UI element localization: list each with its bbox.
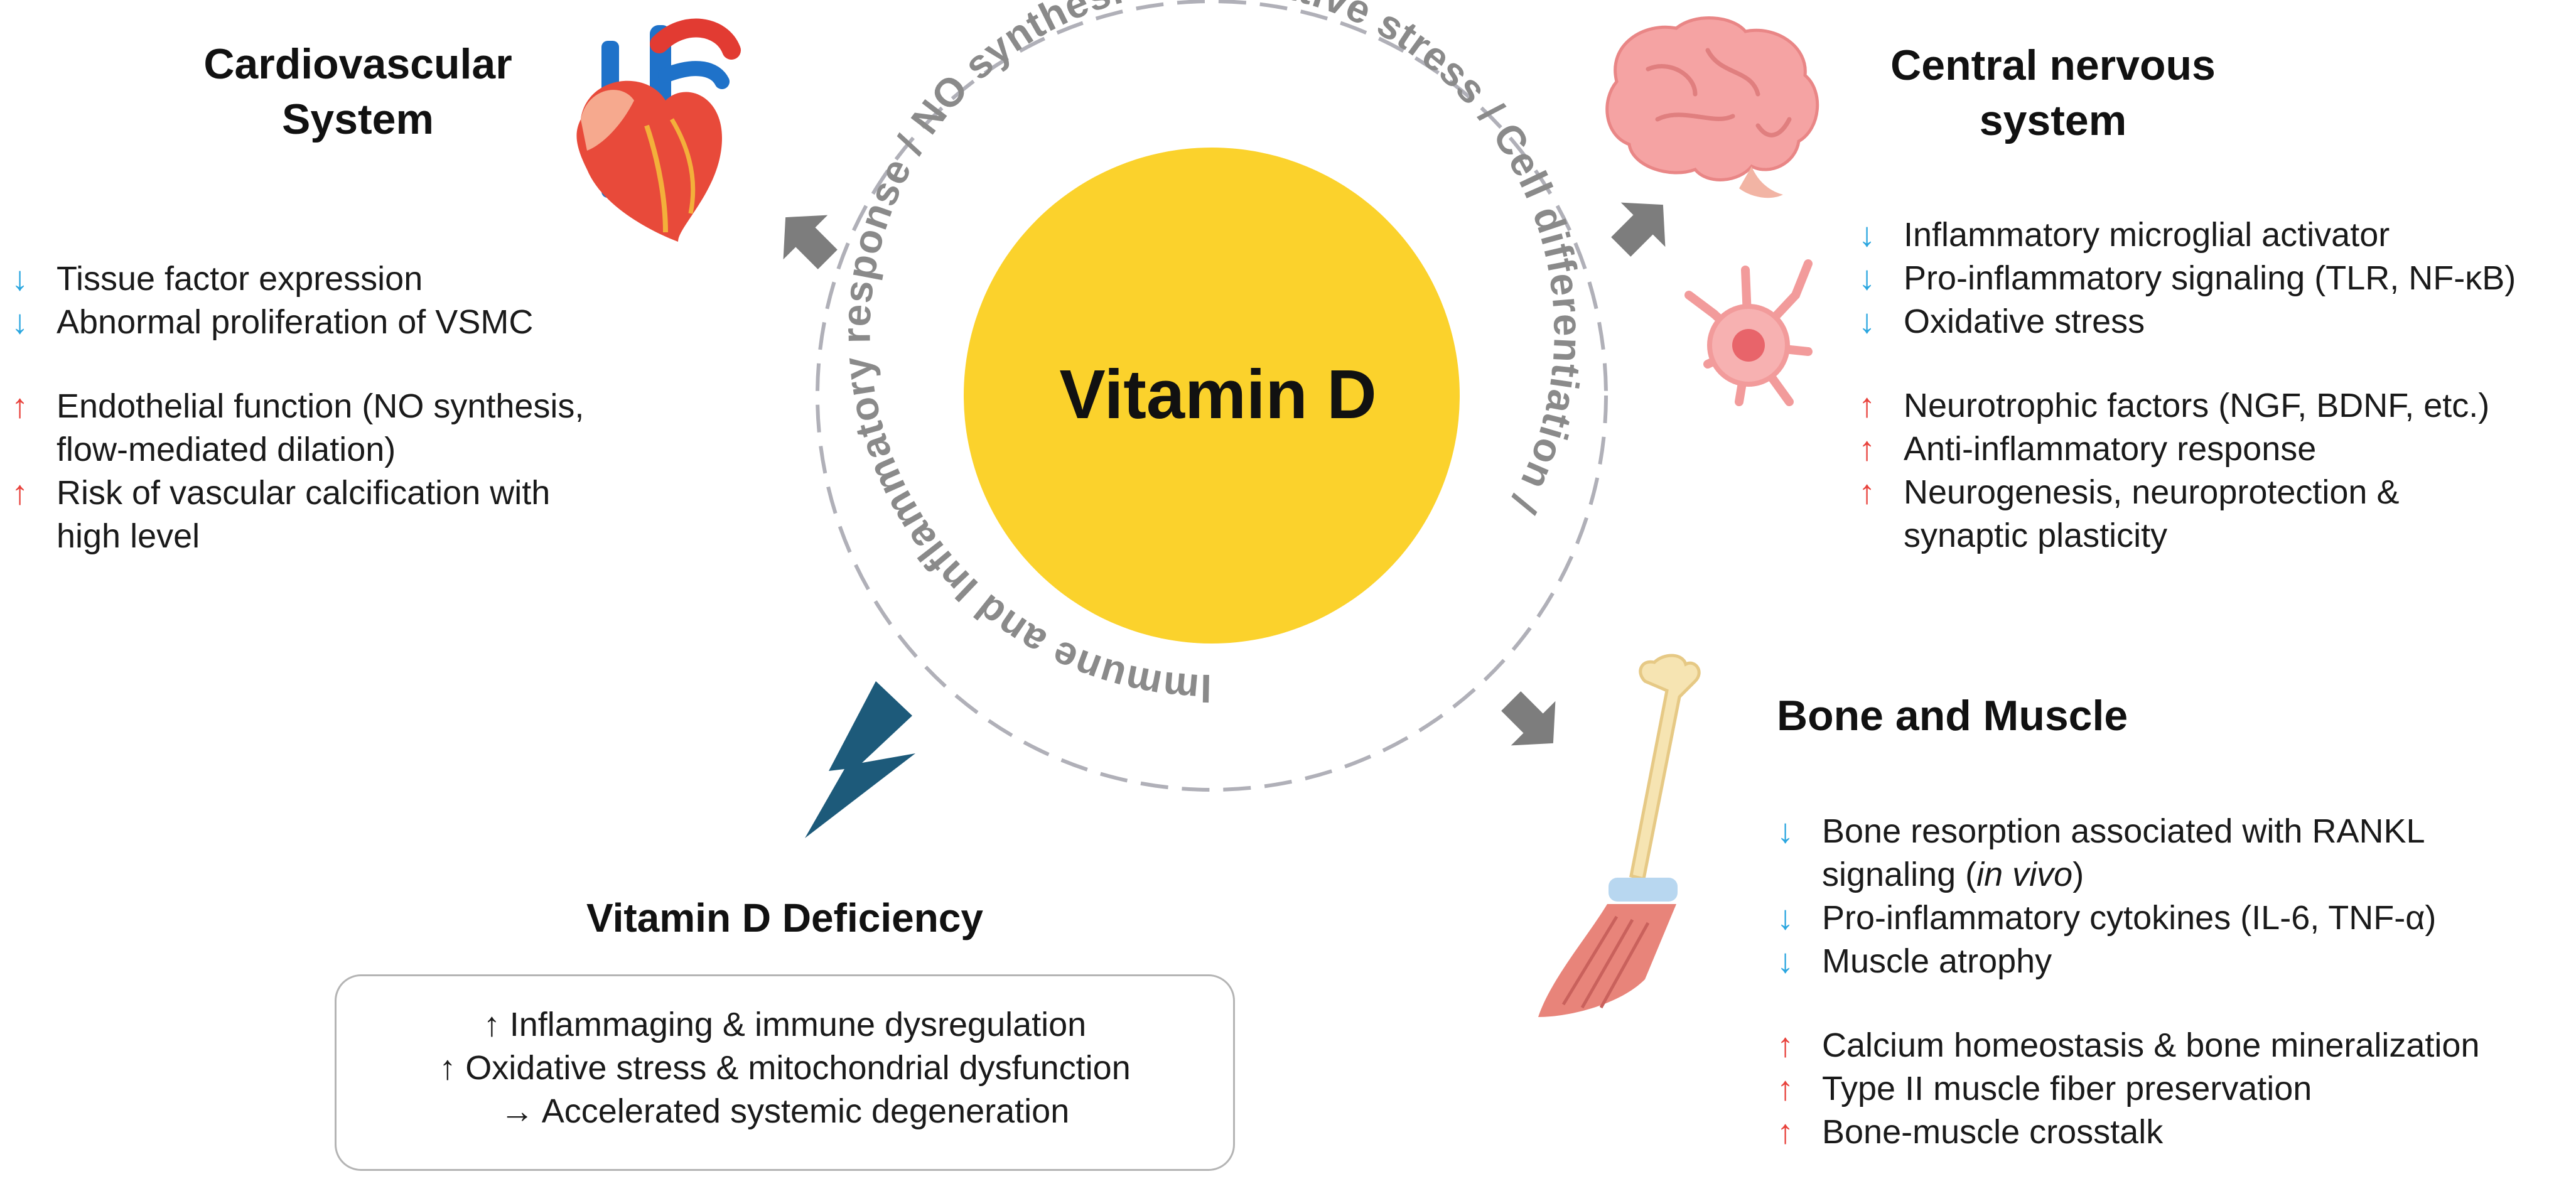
cardiovascular-item-2-line1: Abnormal proliferation of VSMC	[57, 303, 534, 341]
cardiovascular-item-3-line2: flow-mediated dilation)	[57, 431, 396, 468]
up-arrow-icon: ↑	[1858, 387, 1875, 424]
bone-rest-item-4: ↑ Type II muscle fiber preservation	[1777, 1067, 2574, 1111]
cardiovascular-item-4-line1: Risk of vascular calcification with	[57, 474, 551, 512]
up-arrow-icon: ↑	[11, 387, 28, 425]
bone-rest-item-3: ↑ Calcium homeostasis & bone mineralizati…	[1777, 1024, 2574, 1067]
up-arrow-icon: ↑	[1777, 1070, 1794, 1107]
cardiovascular-item-3: ↑ Endothelial function (NO synthesis, flow…	[11, 385, 639, 471]
center-label: Vitamin D	[1059, 356, 1377, 433]
arrow-to-bone-muscle	[1501, 691, 1556, 746]
bone-rest-item-2-line1: Muscle atrophy	[1822, 942, 2052, 980]
bone-rest-item-2: ↓ Muscle atrophy	[1777, 940, 2574, 983]
bone-item-1-text-pre: signaling (	[1822, 856, 1977, 893]
list-gap	[1777, 983, 2574, 1024]
up-arrow-icon: ↑	[1777, 1113, 1794, 1151]
cns-item-5: ↑ Anti-inflammatory response	[1858, 428, 2574, 471]
cns-list: ↓ Inflammatory microglial activator ↓ Pro-i…	[1858, 213, 2574, 557]
cns-item-6-line1: Neurogenesis, neuroprotection &	[1904, 473, 2400, 511]
down-arrow-icon: ↓	[11, 303, 28, 341]
up-arrow-icon: ↑	[1858, 473, 1875, 511]
lightning-icon	[805, 681, 915, 838]
bone-rest-item-5: ↑ Bone-muscle crosstalk	[1777, 1111, 2574, 1154]
cns-item-6: ↑ Neurogenesis, neuroprotection & synaptic…	[1858, 471, 2574, 557]
cns-item-5-line1: Anti-inflammatory response	[1904, 430, 2317, 468]
cns-item-1: ↓ Inflammatory microglial activator	[1858, 213, 2574, 257]
down-arrow-icon: ↓	[11, 260, 28, 298]
cns-item-6-line2: synaptic plasticity	[1904, 517, 2168, 554]
bone-rest-item-5-line1: Bone-muscle crosstalk	[1822, 1113, 2164, 1151]
cns-item-4: ↑ Neurotrophic factors (NGF, BDNF, etc.)	[1858, 384, 2574, 428]
heart-icon	[576, 18, 741, 242]
cns-item-2: ↓ Pro-inflammatory signaling (TLR, NF-κB)	[1858, 257, 2574, 300]
bone-title: Bone and Muscle	[1777, 692, 2128, 740]
deficiency-line-2: ↑ Oxidative stress & mitochondrial dysfu…	[439, 1049, 1131, 1087]
bone-list: ↓ Bone resorption associated with RANKL …	[1777, 810, 2574, 1154]
bone-rest-item-4-line1: Type II muscle fiber preservation	[1822, 1070, 2312, 1107]
deficiency-line-3: → Accelerated systemic degeneration	[500, 1092, 1070, 1130]
bone-item-1-text-post: )	[2072, 856, 2084, 893]
up-arrow-icon: ↑	[1777, 1026, 1794, 1064]
bone-item-1-line1: Bone resorption associated with RANKL	[1822, 812, 2425, 850]
deficiency-lines: ↑ Inflammaging & immune dysregulation ↑ …	[335, 1003, 1235, 1133]
deficiency-box	[335, 974, 1235, 1171]
brain-icon	[1605, 16, 1819, 198]
bone-muscle-icon	[1538, 654, 1701, 1017]
cardiovascular-title-line1: Cardiovascular	[203, 40, 512, 88]
cardiovascular-item-4-line2: high level	[57, 517, 200, 555]
bone-list-rest: ↓ Pro-inflammatory cytokines (IL-6, TNF-α…	[1777, 897, 2574, 1154]
cns-item-4-line1: Neurotrophic factors (NGF, BDNF, etc.)	[1904, 387, 2490, 424]
bone-item-1-text-italic: in vivo	[1976, 856, 2073, 893]
cns-item-2-line1: Pro-inflammatory signaling (TLR, NF-κB)	[1904, 259, 2516, 297]
bone-item-1: ↓ Bone resorption associated with RANKL …	[1777, 810, 2574, 897]
vitamin-d-sun	[964, 148, 1460, 644]
cns-item-3-line1: Oxidative stress	[1904, 303, 2145, 340]
cns-item-3: ↓ Oxidative stress	[1858, 300, 2574, 343]
outer-dashed-ring	[816, 0, 1608, 792]
list-gap	[11, 344, 639, 385]
down-arrow-icon: ↓	[1777, 899, 1794, 937]
down-arrow-icon: ↓	[1777, 942, 1794, 980]
cardiovascular-item-3-line1: Endothelial function (NO synthesis,	[57, 387, 585, 425]
neuron-nucleus	[1732, 329, 1765, 362]
arrow-to-cns	[1611, 202, 1666, 257]
list-gap	[1858, 343, 2574, 384]
bone-rest-item-1: ↓ Pro-inflammatory cytokines (IL-6, TNF-α…	[1777, 897, 2574, 940]
cardiovascular-item-2: ↓ Abnormal proliferation of VSMC	[11, 301, 639, 344]
down-arrow-icon: ↓	[1858, 303, 1875, 340]
cns-title: Central nervous system	[1808, 38, 2298, 148]
cardiovascular-item-1: ↓ Tissue factor expression	[11, 257, 639, 301]
cardiovascular-item-4: ↑ Risk of vascular calcification with high…	[11, 471, 639, 558]
cardiovascular-title: Cardiovascular System	[138, 36, 578, 147]
deficiency-line-1: ↑ Inflammaging & immune dysregulation	[483, 1006, 1087, 1043]
bone-item-1-line2: signaling (in vivo)	[1822, 853, 2574, 897]
bone-rest-item-1-line1: Pro-inflammatory cytokines (IL-6, TNF-α)	[1822, 899, 2437, 937]
up-arrow-icon: ↑	[1858, 430, 1875, 468]
down-arrow-icon: ↓	[1777, 812, 1794, 850]
cns-title-line1: Central nervous	[1890, 41, 2216, 89]
cardiovascular-item-1-line1: Tissue factor expression	[57, 260, 423, 298]
deficiency-title: Vitamin D Deficiency	[586, 895, 983, 940]
down-arrow-icon: ↓	[1858, 259, 1875, 297]
arrow-to-cardiovascular	[783, 215, 838, 269]
cardiovascular-list: ↓ Tissue factor expression ↓ Abnormal proli…	[11, 257, 639, 558]
up-arrow-icon: ↑	[11, 474, 28, 512]
cns-title-line2: system	[1979, 97, 2127, 144]
bone-rest-item-3-line1: Calcium homeostasis & bone mineralizatio…	[1822, 1026, 2480, 1064]
down-arrow-icon: ↓	[1858, 216, 1875, 254]
cns-item-1-line1: Inflammatory microglial activator	[1904, 216, 2390, 254]
cardiovascular-title-line2: System	[282, 95, 434, 143]
